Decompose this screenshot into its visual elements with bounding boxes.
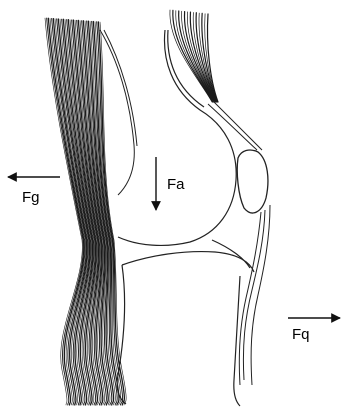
patella: [237, 150, 268, 213]
force-label-fg: Fg: [22, 190, 40, 205]
force-label-fq: Fq: [292, 327, 310, 342]
tibia: [117, 240, 254, 406]
force-label-fa: Fa: [167, 177, 185, 192]
posterior-muscle-bundle: [45, 18, 126, 405]
quadriceps-tendon: [170, 10, 218, 102]
